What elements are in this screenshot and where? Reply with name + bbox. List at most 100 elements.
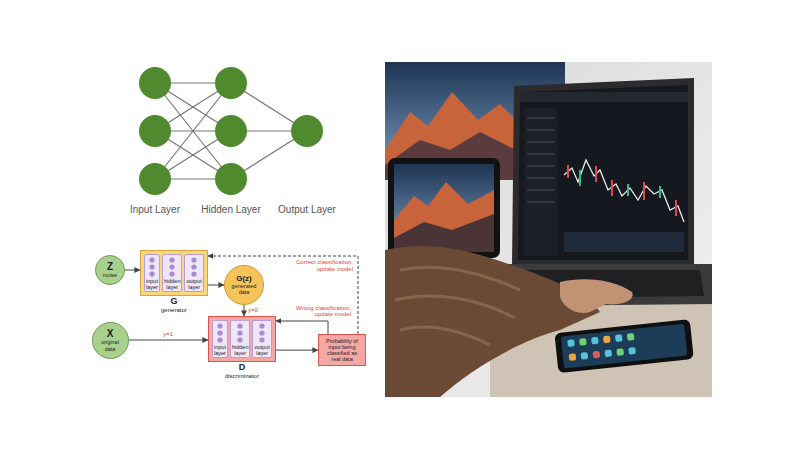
hand-shape — [560, 279, 633, 313]
neuron-dot — [170, 271, 175, 276]
laptop-screen — [518, 85, 688, 260]
node-subtitle: original data — [99, 339, 122, 351]
circle-content: Znoise — [103, 261, 117, 279]
phone — [554, 319, 693, 373]
neuron-circle — [215, 115, 247, 147]
neuron-stack — [189, 256, 199, 278]
neuron-circle — [139, 67, 171, 99]
neural-network-neurons — [139, 67, 323, 195]
node-title: output layer — [254, 344, 269, 356]
edge-label: Correct classification, update model — [282, 259, 354, 272]
sweater-sleeve — [385, 246, 600, 397]
neuron-dot — [217, 323, 222, 328]
volume-band — [564, 232, 684, 252]
neuron-dot — [217, 330, 222, 335]
connector-arrow — [244, 305, 245, 316]
connector-arrow — [208, 285, 224, 286]
connector-arrow — [129, 340, 209, 341]
neuron-dot — [238, 323, 243, 328]
generated-data-circle: G(z)generated data — [224, 265, 264, 305]
neuron-stack — [167, 256, 177, 278]
neuron-circle — [215, 67, 247, 99]
laptop-photo — [385, 62, 712, 397]
photo-wall — [385, 62, 712, 397]
edge-label: Wrong classification, update model — [280, 305, 352, 318]
node-title: input layer — [214, 344, 226, 356]
candlesticks — [568, 165, 676, 216]
neuron-stack — [235, 322, 245, 344]
neuron-dot — [238, 330, 243, 335]
node-title: input layer — [146, 278, 158, 290]
layer-column: output layer — [252, 320, 271, 358]
connector-arrow — [125, 270, 140, 271]
neuron-dot — [260, 330, 265, 335]
neuron-stack — [147, 256, 157, 278]
connector-arrow — [276, 321, 328, 334]
circle-content: Xoriginal data — [99, 328, 122, 351]
neuron-dot — [149, 257, 154, 262]
neuron-stack — [257, 322, 267, 344]
browser-bar — [520, 92, 688, 102]
neuron-dot — [170, 257, 175, 262]
box-caption: Ddiscriminator — [197, 363, 287, 379]
tablet-screen — [394, 164, 494, 252]
edge-label: y=0 — [247, 307, 259, 314]
box-caption: Ggenerator — [129, 297, 219, 313]
neuron-dot — [149, 271, 154, 276]
node-subtitle: generator — [129, 307, 219, 314]
probability-box: Probability of input being classified as… — [318, 334, 366, 366]
neuron-dot — [149, 264, 154, 269]
edge-label: y=1 — [162, 331, 174, 338]
node-title: output layer — [186, 278, 201, 290]
circle-content: G(z)generated data — [230, 275, 259, 296]
node-title: G — [129, 297, 219, 307]
laptop-lid — [512, 78, 694, 266]
layer-column: input layer — [212, 320, 228, 358]
phone-screen — [561, 324, 688, 369]
node-title: hidden layer — [164, 278, 181, 290]
node-title: hidden layer — [232, 344, 249, 356]
phone-body — [554, 319, 693, 373]
neuron-circle — [215, 163, 247, 195]
connector-arrow — [276, 350, 318, 351]
generator-box: Ggeneratorinput layerhidden layeroutput … — [140, 250, 208, 296]
neuron-dot — [260, 337, 265, 342]
layer-label: Input Layer — [130, 204, 180, 215]
tablet-mountain — [394, 182, 494, 252]
sidebar-rows — [527, 118, 555, 202]
node-title: Z — [107, 261, 113, 272]
node-title: D — [197, 363, 287, 373]
layer-column: input layer — [144, 254, 160, 292]
neuron-circle — [139, 115, 171, 147]
sweater-texture — [395, 267, 520, 345]
layer-column: hidden layer — [230, 320, 251, 358]
tablet-body — [388, 158, 500, 258]
original-data-circle: Xoriginal data — [92, 322, 129, 359]
discriminator-box: Ddiscriminatorinput layerhidden layerout… — [208, 316, 276, 362]
node-title: X — [107, 328, 114, 339]
layer-column: output layer — [184, 254, 203, 292]
neuron-circle — [139, 163, 171, 195]
tablet-mountain-shadow — [394, 214, 494, 252]
chart-sidebar — [524, 108, 558, 256]
node-title: G(z) — [236, 275, 252, 284]
price-line — [564, 160, 684, 222]
node-subtitle: noise — [103, 272, 117, 279]
neuron-dot — [217, 337, 222, 342]
neuron-dot — [238, 337, 243, 342]
node-title: Probability of input being classified as… — [322, 338, 362, 362]
neuron-dot — [192, 271, 197, 276]
layer-label: Output Layer — [278, 204, 336, 215]
layer-column: hidden layer — [162, 254, 183, 292]
node-subtitle: generated data — [230, 283, 259, 295]
neuron-dot — [170, 264, 175, 269]
neuron-dot — [192, 264, 197, 269]
phone-apps — [567, 333, 636, 361]
noise-circle: Znoise — [95, 255, 125, 285]
neuron-dot — [260, 323, 265, 328]
layer-label: Hidden Layer — [201, 204, 260, 215]
